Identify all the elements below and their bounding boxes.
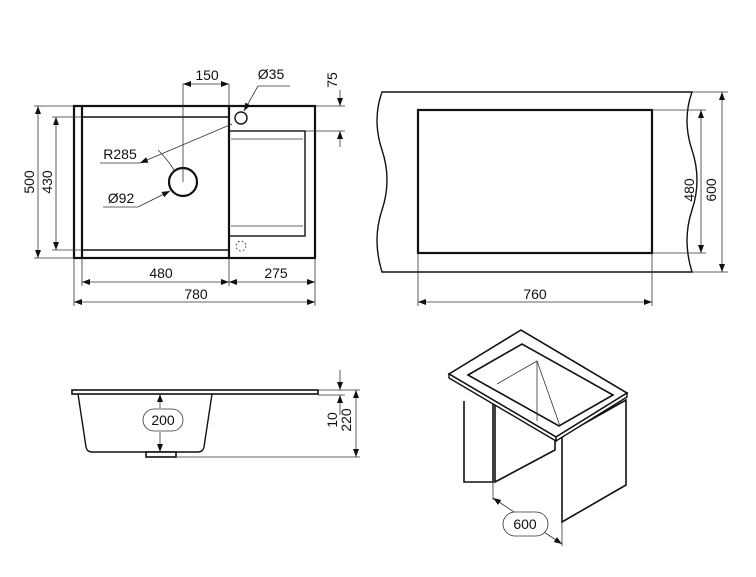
dim-600-pill	[502, 511, 549, 537]
dim-tap-hole: Ø35	[258, 66, 285, 82]
dim-780: 780	[184, 286, 208, 302]
sink-side-view: 200 10 220	[71, 370, 360, 458]
dim-drain: Ø92	[108, 190, 135, 206]
sink-flange	[71, 389, 319, 395]
tap-hole	[234, 111, 248, 125]
left-panel	[463, 381, 494, 483]
optional-hole	[235, 240, 247, 252]
dim-275: 275	[264, 265, 288, 281]
sink-outline	[72, 104, 317, 260]
drainer-area	[228, 130, 306, 237]
countertop-cutout-view: 600 480 760	[376, 91, 728, 306]
drain-outlet	[145, 451, 177, 458]
dim-200: 200	[151, 412, 175, 428]
front-panel	[561, 398, 627, 524]
dim-500: 500	[21, 170, 37, 194]
dim-480: 480	[149, 265, 173, 281]
dim-radius: R285	[103, 146, 137, 162]
dim-430: 430	[39, 170, 55, 194]
dim-600: 600	[513, 516, 537, 532]
dim-75: 75	[324, 72, 340, 88]
cutout-opening	[466, 343, 615, 427]
bowl-profile	[77, 393, 213, 453]
dim-150: 150	[195, 67, 219, 83]
dim-10: 10	[324, 412, 340, 428]
dim-600: 600	[703, 178, 719, 202]
countertop	[376, 91, 698, 273]
isometric-view: 600	[447, 329, 629, 546]
sink-top-view: 150 Ø35 75 500 430 R285 Ø92	[21, 66, 345, 306]
cutout	[416, 108, 654, 255]
dim-480: 480	[681, 178, 697, 202]
dim-760: 760	[523, 286, 547, 302]
dim-220: 220	[338, 408, 354, 432]
dim-200-pill	[142, 408, 184, 432]
